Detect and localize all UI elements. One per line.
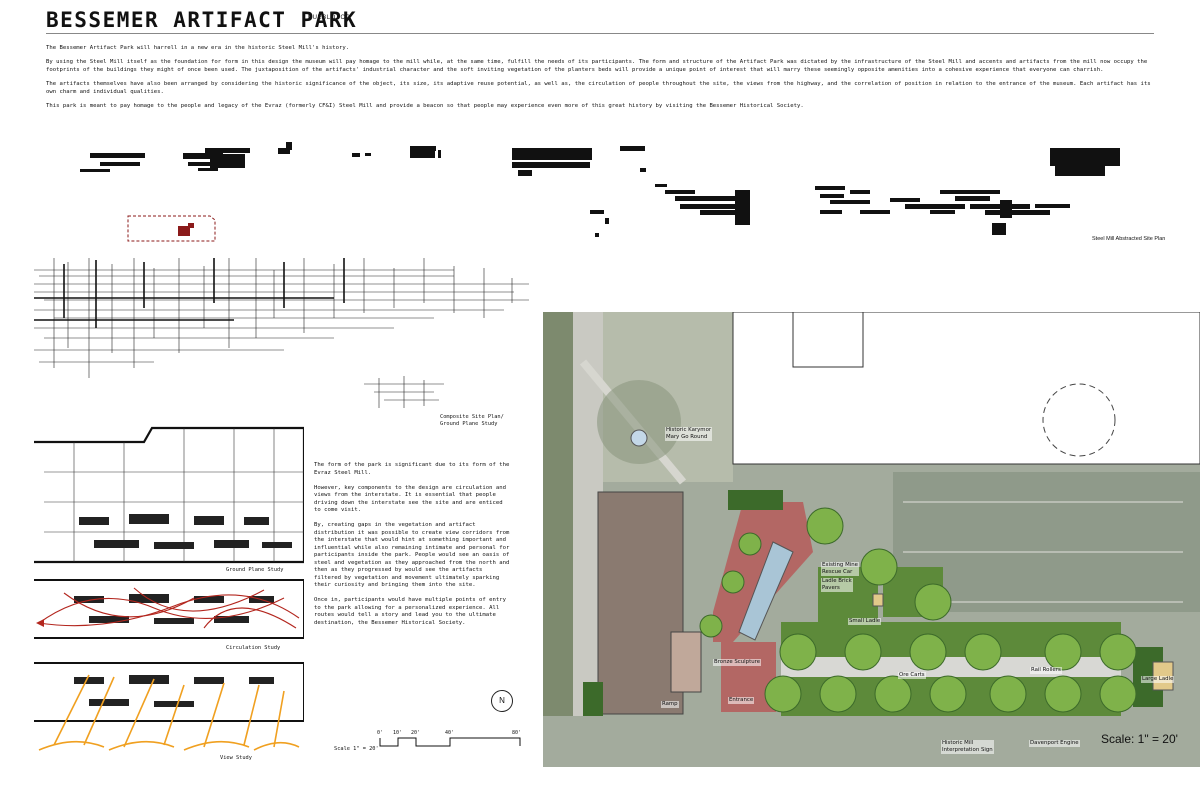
scale-text: Scale 1" = 20' bbox=[334, 746, 379, 752]
label-small-ladle: Small Ladle bbox=[848, 618, 882, 625]
north-letter: N bbox=[499, 696, 505, 705]
label-line: Interpretation Sign bbox=[942, 747, 993, 753]
label-davenport-engine: Davenport Engine bbox=[1029, 740, 1080, 747]
scale-tick: 20' bbox=[411, 730, 421, 736]
narrative-paragraph: The form of the park is significant due … bbox=[314, 462, 510, 476]
label-ramp: Ramp bbox=[661, 701, 679, 708]
label-rescue-car: Existing Mine Rescue Car bbox=[821, 562, 859, 576]
label-line: Rescue Car bbox=[822, 569, 853, 575]
label-bronze-sculpture: Bronze Sculpture bbox=[713, 659, 762, 666]
site-plan-scale: Scale: 1" = 20' bbox=[1101, 732, 1178, 746]
abstract-plan-caption: Steel Mill Abstracted Site Plan bbox=[1092, 236, 1166, 242]
label-line: Ladle Brick bbox=[822, 578, 852, 584]
intro-paragraph: By using the Steel Mill itself as the fo… bbox=[46, 59, 1148, 73]
north-arrow-icon: N bbox=[491, 690, 513, 712]
label-entrance: Entrance bbox=[728, 697, 755, 704]
intro-paragraph: The artifacts themselves have also been … bbox=[46, 81, 1151, 95]
design-narrative: The form of the park is significant due … bbox=[314, 462, 510, 635]
scale-tick: 10' bbox=[393, 730, 403, 736]
circulation-caption: Circulation Study bbox=[226, 645, 281, 651]
intro-paragraph: This park is meant to pay homage to the … bbox=[46, 103, 804, 110]
intro-paragraph: The Bessemer Artifact Park will harrell … bbox=[46, 45, 350, 51]
composite-plan-caption: Composite Site Plan/ Ground Plane Study bbox=[440, 414, 504, 428]
caption-line: Composite Site Plan/ bbox=[440, 414, 504, 420]
ground-plane-caption: Ground Plane Study bbox=[226, 567, 284, 573]
label-large-ladle: Large Ladle bbox=[1141, 676, 1175, 683]
narrative-paragraph: However, key components to the design ar… bbox=[314, 484, 506, 514]
scale-tick: 0' bbox=[377, 730, 384, 736]
page-title: BESSEMER ARTIFACT PARK bbox=[46, 8, 358, 32]
circulation-study bbox=[34, 579, 304, 639]
view-caption: View Study bbox=[220, 755, 252, 761]
caption-line: Ground Plane Study bbox=[440, 421, 498, 427]
label-merry-go-round: Historic Karymor Mary Go Round bbox=[665, 427, 713, 441]
intro-text: The Bessemer Artifact Park will harrell … bbox=[46, 45, 1156, 117]
label-interpretation-sign: Historic Mill Interpretation Sign bbox=[941, 740, 994, 754]
label-rail-rollers: Rail Rollers bbox=[1030, 667, 1062, 674]
scale-tick: 80' bbox=[512, 730, 522, 736]
narrative-paragraph: Once in, participants would have multipl… bbox=[314, 597, 506, 626]
label-line: Mary Go Round bbox=[666, 434, 708, 440]
page-location: PUEBLO, CO bbox=[308, 15, 351, 21]
scale-tick: 40' bbox=[445, 730, 455, 736]
site-plan-drawing bbox=[543, 312, 1200, 767]
composite-site-plan bbox=[34, 258, 529, 408]
narrative-paragraph: By, creating gaps in the vegetation and … bbox=[314, 522, 510, 588]
label-line: Existing Mine bbox=[822, 562, 858, 568]
label-ore-carts: Ore Carts bbox=[898, 672, 926, 679]
scale-bar bbox=[379, 737, 521, 747]
view-study bbox=[34, 662, 304, 751]
title-divider bbox=[46, 33, 1154, 34]
label-line: Pavers bbox=[822, 585, 840, 591]
abstract-site-plan bbox=[80, 142, 1120, 242]
ground-plane-study bbox=[34, 426, 304, 564]
label-line: Historic Mill bbox=[942, 740, 974, 746]
label-line: Historic Karymor bbox=[666, 427, 712, 433]
label-ladle-pavers: Ladle Brick Pavers bbox=[821, 578, 853, 592]
site-plan-render: Historic Karymor Mary Go Round Existing … bbox=[543, 312, 1200, 767]
